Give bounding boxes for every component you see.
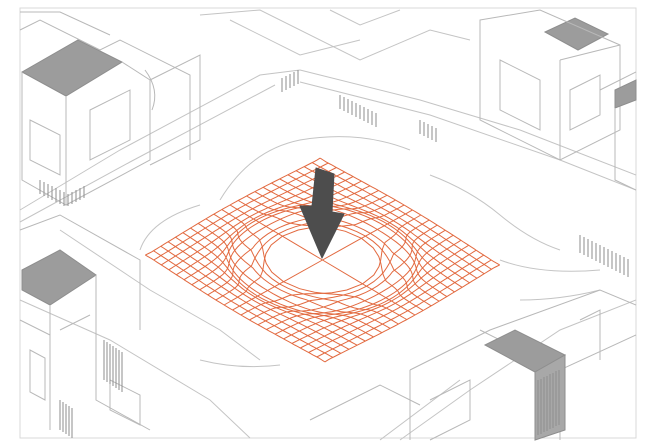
axonometric-urban-diagram [0, 0, 655, 444]
